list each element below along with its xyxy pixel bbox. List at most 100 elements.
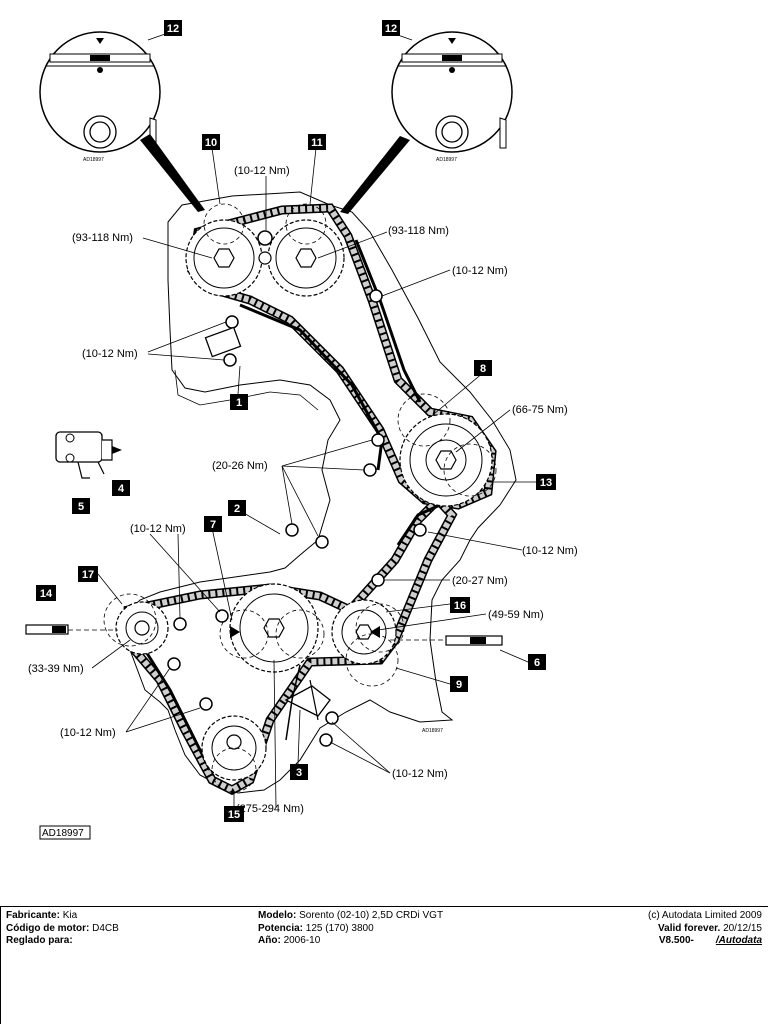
svg-text:5: 5 [78, 501, 84, 513]
torque-idler: (66-75 Nm) [512, 404, 568, 416]
callout-9: 9 [450, 676, 468, 692]
crankshaft-sprocket [229, 583, 319, 673]
timing-mark-circle-15 [211, 747, 257, 793]
svg-text:15: 15 [228, 809, 240, 821]
svg-text:4: 4 [118, 483, 125, 495]
timing-mark-circle-10 [203, 203, 245, 245]
svg-text:8: 8 [480, 363, 486, 375]
callout-14: 14 [36, 585, 56, 601]
inset-left-ref: AD18997 [83, 157, 104, 163]
codigo-label: Código de motor: [6, 922, 90, 934]
copyright-text: (c) Autodata Limited 2009 [648, 910, 762, 921]
callout-15: 15 [224, 806, 244, 822]
inset-left: AD18997 [39, 31, 161, 163]
locking-pin-left [25, 624, 118, 635]
callout-12b: 12 [382, 20, 400, 36]
potencia-value: 125 (170) 3800 [305, 922, 374, 934]
torque-right-balance-shaft: (49-59 Nm) [488, 609, 544, 621]
guide-bolts [167, 289, 427, 747]
timing-mark-circle-8 [397, 393, 451, 447]
fabricante-label: Fabricante: [6, 910, 60, 921]
version-text: V8.500- [658, 935, 694, 946]
svg-text:17: 17 [82, 569, 94, 581]
svg-text:14: 14 [40, 588, 53, 600]
callout-11: 11 [308, 134, 326, 150]
leader-lines [91, 32, 536, 809]
torque-top-tensioner: (10-12 Nm) [234, 165, 290, 177]
inset-connector-right [340, 136, 410, 214]
upper-hydraulic-tensioner [204, 326, 242, 358]
callout-10: 10 [202, 134, 220, 150]
timing-mark-circle-9 [345, 633, 399, 687]
callout-3: 3 [290, 764, 308, 780]
boxed-ref-frame [39, 825, 91, 840]
callout-4: 4 [112, 480, 130, 496]
torque-right-guide: (10-12 Nm) [452, 265, 508, 277]
timing-mark-circle-17 [103, 593, 157, 647]
callout-5: 5 [72, 498, 90, 514]
callout-1: 1 [230, 394, 248, 410]
arrow-7 [230, 626, 240, 638]
inset-connector-left [140, 134, 205, 212]
svg-text:13: 13 [540, 477, 552, 489]
autodata-logo: /Autodata [715, 935, 762, 946]
torque-upper-tensioner: (10-12 Nm) [82, 348, 138, 360]
svg-text:10: 10 [205, 137, 217, 149]
callout-12a: 12 [164, 20, 182, 36]
timing-mark-circle-16 [355, 603, 405, 653]
torque-right-camshaft: (93-118 Nm) [388, 225, 449, 237]
svg-text:3: 3 [296, 767, 302, 779]
svg-text:1: 1 [236, 397, 242, 409]
torque-bottom-right: (10-12 Nm) [392, 768, 448, 780]
callout-16: 16 [450, 597, 470, 613]
engine-block-outline [119, 191, 517, 794]
lower-right-chain-guide [396, 503, 441, 546]
codigo-value: D4CB [92, 922, 119, 934]
torque-left-camshaft: (93-118 Nm) [72, 232, 133, 244]
torque-left-balance-shaft: (33-39 Nm) [28, 663, 84, 675]
timing-mark-circle-7b [275, 609, 325, 659]
footer-middle-column: Modelo: Sorento (02-10) 2,5D CRDi VGT Po… [258, 910, 443, 948]
inset-right: AD18997 [391, 31, 513, 163]
modelo-label: Modelo: [258, 910, 297, 921]
torque-crankshaft: (275-294 Nm) [236, 803, 304, 815]
torque-middle-guides: (20-26 Nm) [212, 460, 268, 472]
torque-lower-left-bolts: (10-12 Nm) [130, 523, 186, 535]
arrow-16 [370, 626, 380, 638]
top-tensioner-bolt [257, 230, 273, 246]
svg-text:11: 11 [311, 137, 323, 149]
timing-mark-circle-11 [285, 203, 327, 245]
torque-guide-20-27: (20-27 Nm) [452, 575, 508, 587]
footer-left-column: Fabricante: Kia Código de motor: D4CB Re… [6, 910, 119, 948]
svg-text:2: 2 [234, 503, 240, 515]
potencia-label: Potencia: [258, 922, 304, 934]
torque-bottom-left: (10-12 Nm) [60, 727, 116, 739]
torque-lower-right-guide: (10-12 Nm) [522, 545, 578, 557]
callout-2: 2 [228, 500, 246, 516]
reglado-label: Reglado para: [6, 935, 73, 946]
timing-mark-circle-13 [443, 443, 497, 497]
svg-text:9: 9 [456, 679, 462, 691]
svg-text:7: 7 [210, 519, 216, 531]
right-balance-shaft-sprocket [331, 599, 397, 665]
svg-text:12: 12 [385, 23, 397, 35]
left-upper-chain-guide [239, 303, 384, 471]
left-balance-shaft-sprocket [115, 601, 169, 655]
timing-mark-circle-7 [219, 609, 269, 659]
tensioner-detail [55, 431, 122, 479]
small-ref-code: AD18997 [422, 728, 443, 734]
callout-7: 7 [204, 516, 222, 532]
date-text: 20/12/15 [723, 922, 762, 934]
timing-chain-diagram: AD18997 AD18997 [25, 20, 578, 840]
callout-13: 13 [536, 474, 556, 490]
svg-text:16: 16 [454, 600, 466, 612]
ano-label: Año: [258, 935, 281, 946]
ano-value: 2006-10 [283, 935, 321, 946]
callout-8: 8 [474, 360, 492, 376]
svg-text:6: 6 [534, 657, 540, 669]
right-camshaft-sprocket [267, 219, 345, 297]
svg-text:12: 12 [167, 23, 179, 35]
footer-right-column: (c) Autodata Limited 2009 Valid forever.… [648, 910, 762, 948]
info-footer: Fabricante: Kia Código de motor: D4CB Re… [0, 906, 768, 1024]
fabricante-value: Kia [62, 910, 78, 921]
